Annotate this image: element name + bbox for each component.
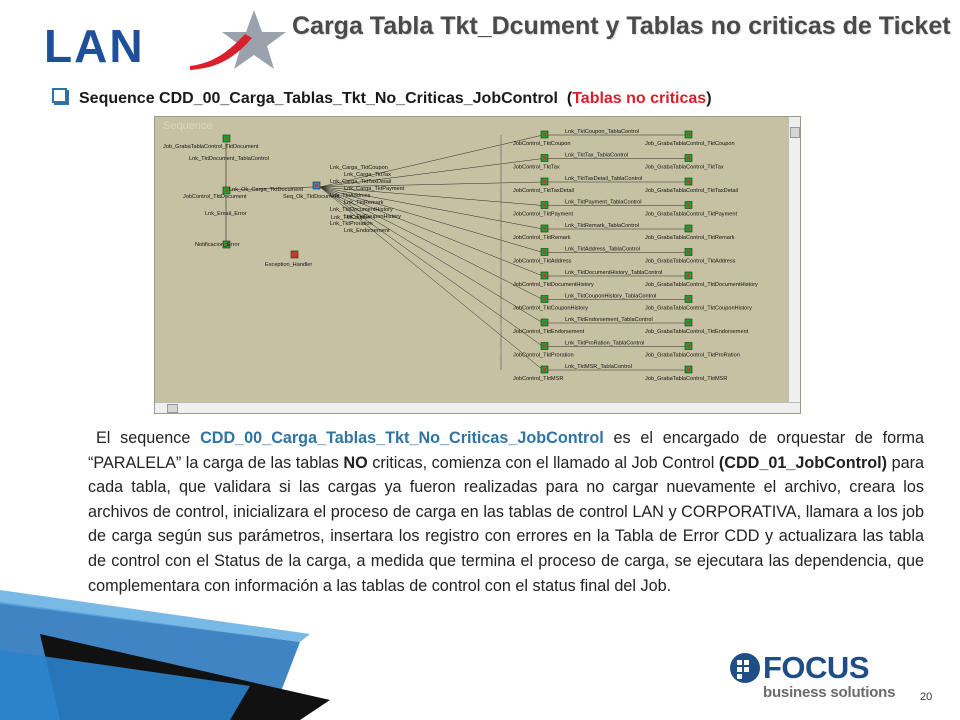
diagram-link-label: Lnk_Endorsement [344,228,390,234]
page-number: 20 [920,691,933,703]
lan-star-icon [222,10,286,69]
scroll-thumb-h[interactable] [167,404,178,413]
diagram-link [230,186,314,191]
diagram-link [319,134,544,188]
diagram-link-label: Lnk_TktCouponHistory_TablaControl [565,294,656,300]
diagram-canvas: SequenceJob_GrabaTablaControl_TktDocumen… [163,120,758,382]
para-job-control: (CDD_01_JobControl) [718,453,888,472]
diagram-node-label: JobControl_TktCouponHistory [513,306,588,312]
diagram-link-label: Lnk_TktProration [330,221,373,227]
diagram-link-label: Lnk_TktRemark_TablaControl [565,223,639,229]
diagram-node-label: Job_GrabaTablaControl_TktCouponHistory [645,306,752,312]
diagram-watermark: Sequence [163,120,213,132]
diagram-node-label: Job_GrabaTablaControl_TktDocument [163,144,259,150]
para-text-3: criticas, comienza con el llamado al Job… [367,453,719,472]
diagram-link [319,186,544,300]
diagram-link [319,158,544,188]
diagram-link [319,186,544,253]
diagram-link-label: Lnk_Email_Error [205,211,247,217]
diagram-link [319,186,544,277]
para-sequence-name: CDD_00_Carga_Tablas_Tkt_No_Criticas_JobC… [200,429,604,447]
diagram-node-label: Job_GrabaTablaControl_TktProRation [645,353,740,359]
diagram-node-label: Job_GrabaTablaControl_TktCoupon [645,141,735,147]
diagram-link-label: Lnk_TktTaxDetail_TablaControl [565,176,642,182]
diagram-node-label: Job_GrabaTablaControl_TktAddress [645,259,736,265]
diagram-link-label: Lnk_TktAddress [330,193,371,199]
diagram-link-label: Lnk_TktTax_TablaControl [565,153,628,159]
focus-logo-icon [730,653,760,683]
diagram-link-label: Lnk_Carga_TktCoupon [330,165,388,171]
diagram-node-label: Job_GrabaTablaControl_TktPayment [645,212,737,218]
sequence-name: Sequence CDD_00_Carga_Tablas_Tkt_No_Crit… [79,90,558,107]
diagram-node-label: JobControl_TktPayment [513,212,573,218]
diagram-link [319,186,544,206]
diagram-node-label: JobControl_TktProration [513,353,574,359]
description-paragraph: El sequence CDD_00_Carga_Tablas_Tkt_No_C… [88,426,924,598]
lan-swoosh [190,34,252,70]
diagram-link-label: Lnk_TktProRation_TablaControl [565,341,644,347]
diagram-link-label: Lnk_TktCouponHistory [344,214,401,220]
slide-title: Carga Tabla Tkt_Dcument y Tablas no crit… [292,12,951,40]
diagram-link-label: Lnk_TktDocumentHistory [330,207,393,213]
sequence-bullet: Sequence CDD_00_Carga_Tablas_Tkt_No_Crit… [52,88,712,108]
para-no: NO [343,453,368,472]
para-text-1: El sequence [96,429,201,447]
diagram-link-label: Lnk_TktMSR_TablaControl [565,364,632,370]
diagram-link [319,186,544,230]
para-text-4: para cada tabla, que validara si las car… [88,453,924,595]
diagram-link-label: Lnk_Ok_Carga_TktDocument [229,187,303,193]
diagram-link-label: Lnk_Carga_TktTaxDetail [330,179,391,185]
checkbox-bullet-icon [52,88,67,103]
diagram-node-label: Exception_Handler [265,262,312,268]
diagram-node-label: JobControl_TktTax [513,165,560,171]
diagram-link-label: Lnk_TktDocumentHistory_TablaControl [565,270,662,276]
focus-tagline: business solutions [763,684,896,701]
diagram-node-label: Job_GrabaTablaControl_TktMSR [645,376,727,382]
diagram-link-label: Lnk_Carga_TktPayment [344,186,405,192]
diagram-node-label: JobControl_TktTaxDetail [513,188,574,194]
diagram-node-label: Job_GrabaTablaControl_TktDocumentHistory [645,282,758,288]
vertical-scrollbar[interactable] [788,117,800,413]
diagram-node-label: Job_GrabaTablaControl_TktTax [645,165,724,171]
diagram-link-label: Lnk_Carga_TktTax [344,172,391,178]
diagram-node-label: Notificacion_Error [195,242,240,248]
diagram-link-label: Lnk_TktCoupon_TablaControl [565,129,639,135]
diagram-node-label: JobControl_TktMSR [513,376,563,382]
diagram-link-label: Lnk_TktCoupon [331,215,371,221]
scroll-thumb-v[interactable] [790,127,800,138]
diagram-node-label: Job_GrabaTablaControl_TktTaxDetail [645,188,738,194]
paren-text: Tablas no criticas [572,90,707,107]
diagram-link-label: Lnk_TktDocument_TablaControl [189,156,269,162]
diagram-link [319,186,544,324]
diagram-node-label: JobControl_TktRemark [513,235,571,241]
paren-open: ( [566,90,573,107]
diagram-link-label: Lnk_TktAddress_TablaControl [565,247,640,253]
diagram-node-label: JobControl_TktEndorsement [513,329,585,335]
lan-logo-text: LAN [44,20,145,72]
diagram-node-label: Job_GrabaTablaControl_TktEndorsement [645,329,749,335]
horizontal-scrollbar[interactable] [155,402,800,413]
diagram-link [319,186,544,347]
diagram-node-label: Job_GrabaTablaControl_TktRemark [645,235,735,241]
diagram-link [319,186,544,371]
diagram-node-label: Seq_Ok_TktDocument [283,194,340,200]
corner-decoration [0,590,330,720]
paren-close: ) [706,90,712,107]
diagram-link-label: Lnk_TktPayment_TablaControl [565,200,642,206]
para-text-2: es el encargado de orquestar de forma “P… [88,429,924,472]
diagram-node-label: JobControl_TktCoupon [513,141,571,147]
diagram-link-label: Lnk_TktEndorsement_TablaControl [565,317,653,323]
diagram-link-label: Lnk_TktRemark [344,200,384,206]
diagram-link [319,181,544,188]
lan-logo: LAN [44,10,286,72]
diagram-node-label: JobControl_TktAddress [513,259,572,265]
focus-brand: FOCUS [763,650,870,685]
diagram-node-label: JobControl_TktDocument [183,194,247,200]
diagram-node-label: JobControl_TktDocumentHistory [513,282,594,288]
